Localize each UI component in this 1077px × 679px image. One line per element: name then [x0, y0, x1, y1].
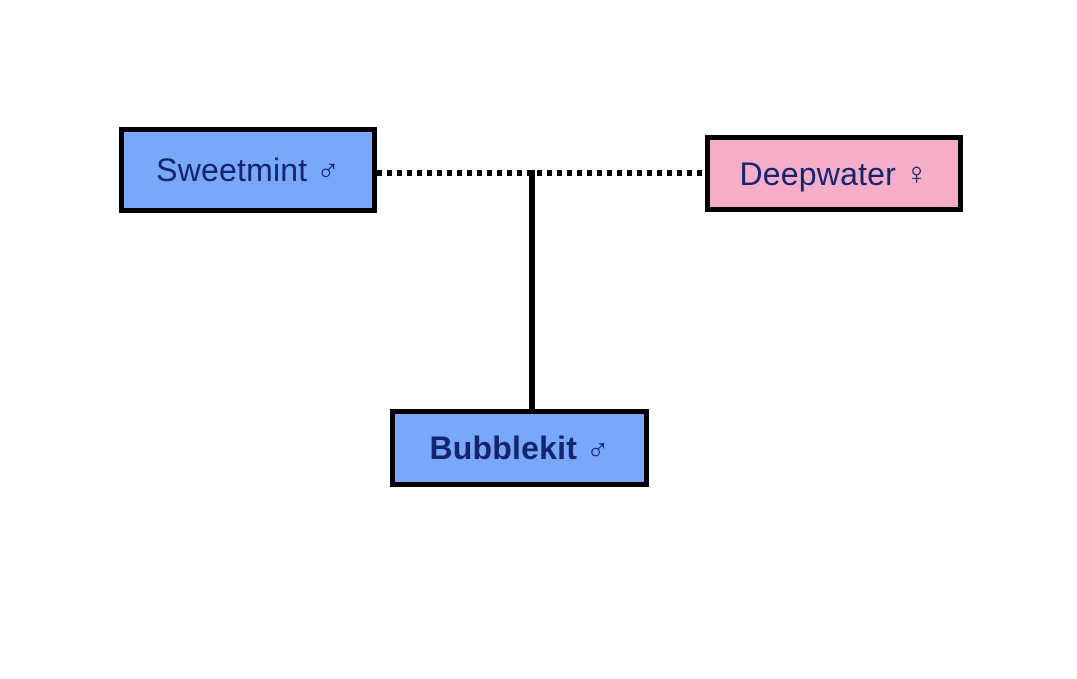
- node-sweetmint[interactable]: Sweetmint ♂: [119, 127, 377, 213]
- female-symbol-icon: ♀: [905, 156, 929, 191]
- node-deepwater-name: Deepwater: [739, 155, 897, 192]
- node-bubblekit-name: Bubblekit: [429, 430, 578, 466]
- partner-link-dotted-connector: [377, 170, 705, 176]
- male-symbol-icon: ♂: [586, 430, 610, 466]
- node-deepwater[interactable]: Deepwater ♀: [705, 135, 963, 212]
- male-symbol-icon: ♂: [316, 152, 340, 188]
- descent-line-connector: [529, 170, 535, 411]
- node-sweetmint-name: Sweetmint: [156, 152, 308, 188]
- node-bubblekit[interactable]: Bubblekit ♂: [390, 409, 649, 487]
